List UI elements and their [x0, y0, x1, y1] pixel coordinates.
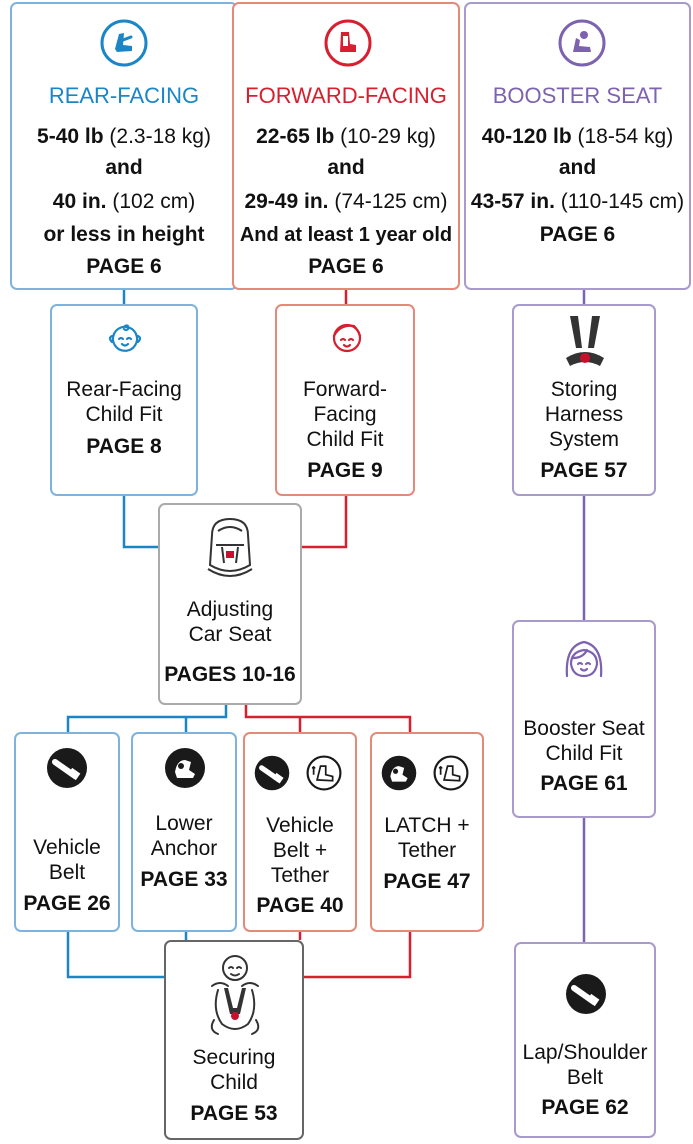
lower-anchor-line-2: Anchor [150, 837, 218, 860]
storing-harness-line-3: System [548, 428, 619, 451]
vehicle-belt-tether-line-3: Tether [270, 864, 330, 887]
lap-shoulder-belt-page: PAGE 62 [541, 1096, 629, 1119]
securing-child-page: PAGE 53 [190, 1102, 278, 1125]
booster-weight: 40-120 lb [481, 125, 572, 148]
vehicle-belt-tether-line-2: Belt + [272, 839, 328, 862]
rear-facing-card: REAR-FACING 5-40 lb (2.3-18 kg) and 40 i… [10, 2, 238, 290]
rear-facing-seat-icon [100, 19, 148, 67]
booster-seat-icon [558, 19, 606, 67]
vehicle-belt-line-2: Belt [48, 861, 86, 884]
latch-tether-line-2: Tether [397, 839, 457, 862]
rear-child-fit-box[interactable]: Rear-Facing Child Fit PAGE 8 [50, 304, 198, 496]
forward-child-fit-page: PAGE 9 [307, 459, 383, 482]
rear-child-fit-page: PAGE 8 [86, 435, 162, 458]
booster-page: PAGE 6 [539, 223, 616, 246]
storing-harness-line-1: Storing [550, 378, 618, 401]
latch-tether-page: PAGE 47 [383, 870, 471, 893]
lap-shoulder-belt-box[interactable]: Lap/Shoulder Belt PAGE 62 [514, 942, 656, 1138]
seatbelt-icon [566, 974, 606, 1014]
car-seat-icon [207, 517, 253, 577]
lap-shoulder-belt-line-1: Lap/Shoulder [522, 1041, 648, 1064]
booster-child-fit-page: PAGE 61 [540, 772, 628, 795]
adjusting-car-seat-box[interactable]: Adjusting Car Seat PAGES 10-16 [158, 503, 302, 705]
rear-page: PAGE 6 [86, 255, 162, 278]
storing-harness-box[interactable]: Storing Harness System PAGE 57 [512, 304, 656, 496]
booster-seat-card: BOOSTER SEAT 40-120 lb (18-54 kg) and 43… [464, 2, 691, 290]
storing-harness-page: PAGE 57 [540, 459, 628, 482]
rear-height-line: 40 in. (102 cm) [12, 190, 236, 214]
forward-child-fit-line-2: Facing [313, 403, 377, 426]
vehicle-belt-page: PAGE 26 [23, 892, 111, 915]
seatbelt-icon [254, 755, 290, 791]
forward-child-fit-line-3: Child Fit [306, 428, 384, 451]
securing-child-line-2: Child [210, 1071, 258, 1094]
forward-extra: And at least 1 year old [239, 224, 453, 246]
seatbelt-icon [47, 748, 87, 788]
booster-child-fit-line-2: Child Fit [545, 742, 623, 765]
latch-tether-line-1: LATCH + [384, 814, 470, 837]
forward-child-fit-line-1: Forward- [302, 378, 387, 401]
forward-page: PAGE 6 [308, 255, 384, 278]
securing-child-box[interactable]: Securing Child PAGE 53 [164, 940, 304, 1140]
lap-shoulder-belt-line-2: Belt [566, 1066, 604, 1089]
booster-seat-title: BOOSTER SEAT [492, 83, 663, 108]
lower-anchor-icon [381, 755, 417, 791]
girl-face-icon [565, 640, 603, 678]
forward-facing-seat-icon [324, 19, 372, 67]
rear-and: and [105, 156, 143, 179]
rear-child-fit-line-1: Rear-Facing [66, 378, 182, 401]
lower-anchor-box[interactable]: Lower Anchor PAGE 33 [131, 732, 237, 932]
forward-height-metric: (74-125 cm) [334, 190, 448, 213]
vehicle-belt-tether-page: PAGE 40 [256, 894, 344, 917]
lower-anchor-page: PAGE 33 [140, 868, 228, 891]
forward-weight-metric: (10-29 kg) [340, 125, 436, 148]
adjusting-car-seat-line-1: Adjusting [186, 598, 274, 621]
forward-weight-line: 22-65 lb (10-29 kg) [234, 125, 458, 149]
child-face-icon [332, 323, 362, 353]
rear-weight: 5-40 lb [37, 125, 104, 148]
tether-icon [306, 755, 342, 791]
tether-icon [433, 755, 469, 791]
rear-weight-line: 5-40 lb (2.3-18 kg) [12, 125, 236, 149]
rear-weight-metric: (2.3-18 kg) [109, 125, 211, 148]
vehicle-belt-box[interactable]: Vehicle Belt PAGE 26 [14, 732, 120, 932]
forward-height: 29-49 in. [244, 190, 329, 213]
booster-child-fit-box[interactable]: Booster Seat Child Fit PAGE 61 [512, 620, 656, 818]
booster-height: 43-57 in. [470, 190, 555, 213]
forward-height-line: 29-49 in. (74-125 cm) [234, 190, 458, 214]
forward-and: and [327, 156, 365, 179]
rear-height: 40 in. [52, 190, 107, 213]
adjusting-car-seat-page: PAGES 10-16 [164, 663, 296, 686]
booster-height-metric: (110-145 cm) [560, 190, 685, 213]
rear-extra: or less in height [43, 223, 205, 246]
lower-anchor-line-1: Lower [155, 812, 213, 835]
rear-facing-title: REAR-FACING [48, 83, 200, 108]
vehicle-belt-line-1: Vehicle [33, 836, 101, 859]
latch-tether-box[interactable]: LATCH + Tether PAGE 47 [370, 732, 484, 932]
vehicle-belt-tether-box[interactable]: Vehicle Belt + Tether PAGE 40 [243, 732, 357, 932]
booster-height-line: 43-57 in. (110-145 cm) [466, 190, 689, 214]
rear-child-fit-line-2: Child Fit [85, 403, 163, 426]
forward-facing-card: FORWARD-FACING 22-65 lb (10-29 kg) and 2… [232, 2, 460, 290]
adjusting-car-seat-line-2: Car Seat [188, 623, 272, 646]
rear-height-metric: (102 cm) [112, 190, 196, 213]
forward-weight: 22-65 lb [256, 125, 335, 148]
forward-facing-title: FORWARD-FACING [245, 83, 447, 108]
secured-child-icon [210, 955, 260, 1035]
lower-anchor-icon [165, 748, 205, 788]
baby-face-icon [108, 324, 142, 352]
forward-child-fit-box[interactable]: Forward- Facing Child Fit PAGE 9 [275, 304, 415, 496]
booster-weight-metric: (18-54 kg) [577, 125, 674, 148]
vehicle-belt-tether-line-1: Vehicle [266, 814, 334, 837]
booster-child-fit-line-1: Booster Seat [523, 717, 645, 740]
booster-and: and [558, 156, 597, 179]
booster-weight-line: 40-120 lb (18-54 kg) [466, 125, 689, 149]
harness-icon [566, 316, 604, 366]
storing-harness-line-2: Harness [544, 403, 624, 426]
securing-child-line-1: Securing [192, 1046, 276, 1069]
